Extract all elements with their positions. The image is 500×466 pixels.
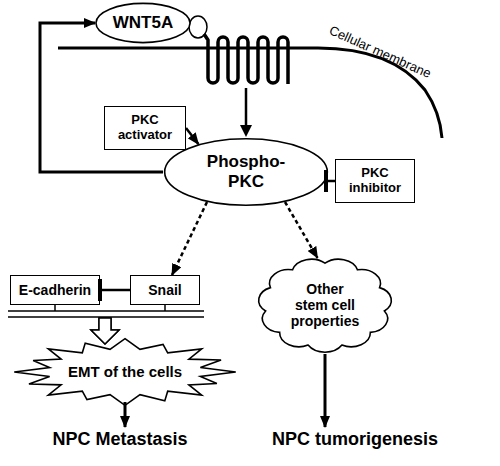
signal-arrowhead <box>240 125 252 137</box>
receptor-symbol <box>204 34 288 84</box>
connector-line <box>186 128 198 144</box>
connector <box>325 354 326 427</box>
bracket-line <box>8 310 204 312</box>
starburst-outline <box>14 339 235 406</box>
connector <box>55 305 119 344</box>
process-box: PKC inhibitor <box>335 159 415 203</box>
connector-line <box>40 23 163 172</box>
hollow-arrow <box>91 318 119 344</box>
node-text: WNT5A <box>113 13 173 33</box>
node-text: E-cadherin <box>19 282 91 298</box>
ellipse-outline <box>96 3 190 42</box>
node-text: NPC tumorigenesis <box>272 429 438 450</box>
process-box: E-cadherin <box>10 275 100 305</box>
connector-line <box>324 354 327 427</box>
connector-line <box>124 402 127 427</box>
process-box: Snail <box>130 275 200 305</box>
connector <box>172 202 207 275</box>
signal-arrow <box>245 88 248 127</box>
node-text: EMT of the cells <box>68 363 182 380</box>
ellipse-node: WNT5A <box>95 3 191 43</box>
connector-line <box>285 202 318 258</box>
connector <box>285 202 318 258</box>
outcome-text: NPC tumorigenesis <box>255 425 455 453</box>
connector-line <box>326 180 335 183</box>
connector <box>40 23 163 172</box>
node-text: Snail <box>148 282 181 298</box>
node-text: Phospho- PKC <box>206 152 286 191</box>
node-text: NPC Metastasis <box>52 429 187 450</box>
connector <box>125 402 126 427</box>
connector <box>91 305 165 344</box>
cloud-outline <box>259 259 392 352</box>
starburst-node: EMT of the cells <box>12 338 238 406</box>
ellipse-node: Phospho- PKC <box>163 138 329 206</box>
connector-line <box>100 289 130 292</box>
node-text: PKC activator <box>110 113 180 143</box>
membrane-label: Cellular membrane <box>327 23 433 81</box>
connector-line <box>164 305 166 311</box>
node-text: Other stem cell properties <box>289 281 361 329</box>
connector <box>326 181 335 182</box>
connector-line <box>172 202 207 275</box>
hollow-arrow <box>91 318 119 344</box>
outcome-text: NPC Metastasis <box>20 425 220 453</box>
process-box: PKC activator <box>104 106 186 150</box>
connector-line <box>54 305 56 311</box>
cloud-node: Other stem cell properties <box>250 250 400 360</box>
node-text: PKC inhibitor <box>340 166 410 196</box>
connector <box>186 128 198 144</box>
bracket-line <box>8 316 204 318</box>
ellipse-outline <box>165 139 328 206</box>
connector <box>100 290 130 291</box>
